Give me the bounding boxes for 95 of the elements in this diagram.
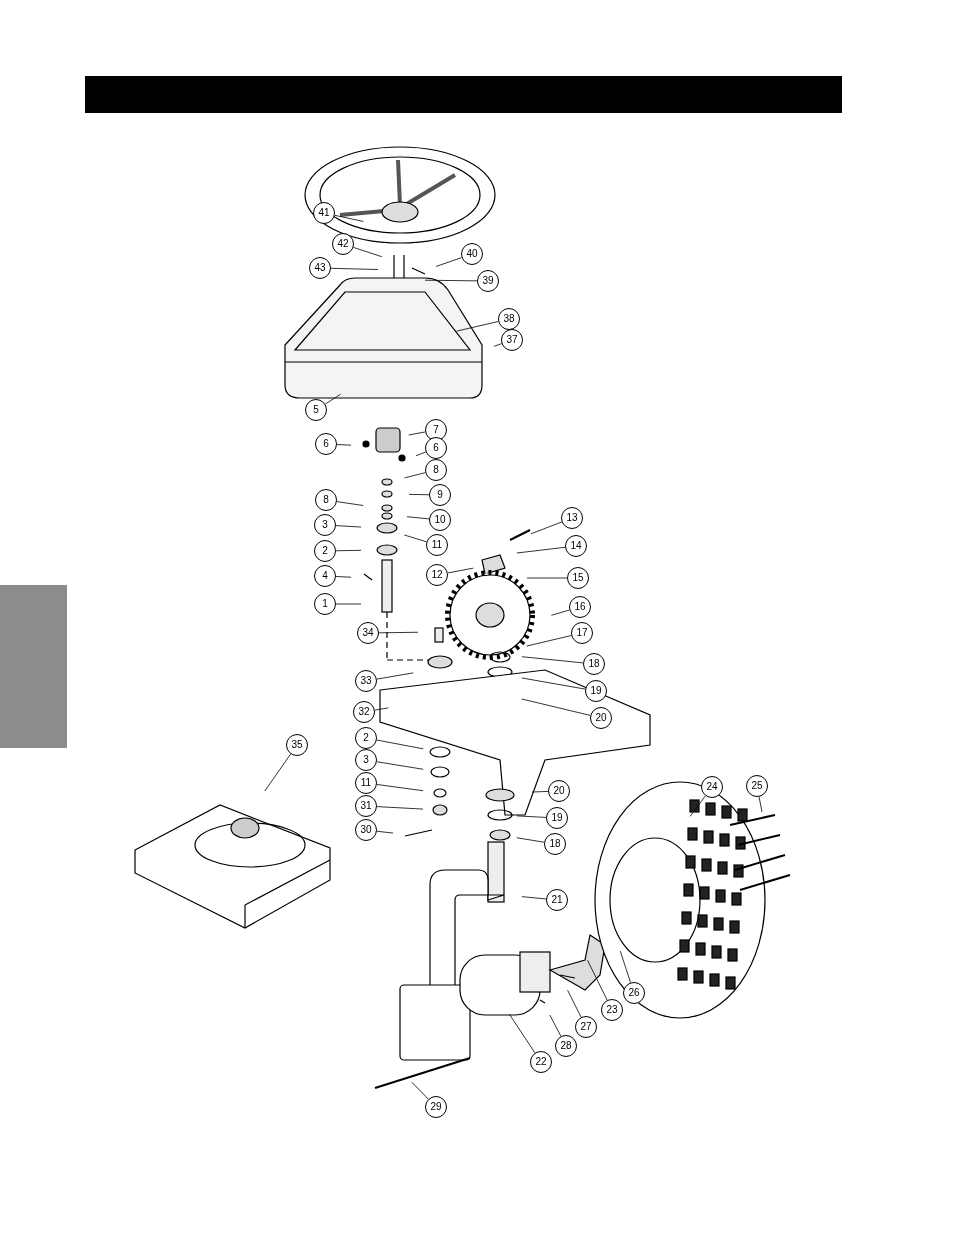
- leader-line: [376, 784, 424, 792]
- callout-number: 25: [746, 775, 768, 797]
- callout-number: 6: [425, 437, 447, 459]
- leader-line: [334, 214, 364, 222]
- leader-line: [378, 631, 419, 634]
- leader-line: [567, 989, 582, 1018]
- callout-number: 6: [315, 433, 337, 455]
- callout-number: 13: [561, 507, 583, 529]
- callout-number: 1: [314, 593, 336, 615]
- leader-line: [336, 501, 364, 506]
- leader-line: [374, 707, 389, 711]
- leader-line: [335, 603, 362, 605]
- callout-number: 32: [353, 701, 375, 723]
- callout-number: 33: [355, 670, 377, 692]
- callout-number: 31: [355, 795, 377, 817]
- leader-line: [330, 267, 379, 270]
- leader-line: [521, 656, 584, 664]
- callout-number: 11: [355, 772, 377, 794]
- leader-line: [521, 896, 547, 900]
- callout-number: 4: [314, 565, 336, 587]
- callout-number: 2: [355, 727, 377, 749]
- callout-number: 42: [332, 233, 354, 255]
- callout-number: 3: [314, 514, 336, 536]
- callout-number: 35: [286, 734, 308, 756]
- leader-line: [587, 959, 608, 1001]
- callout-number: 40: [461, 243, 483, 265]
- callout-number: 27: [575, 1016, 597, 1038]
- callout-number: 21: [546, 889, 568, 911]
- callout-number: 37: [501, 329, 523, 351]
- leader-line: [521, 677, 586, 690]
- leader-line: [415, 451, 427, 457]
- leader-line: [758, 796, 763, 813]
- leader-line: [493, 343, 503, 347]
- leader-line: [353, 247, 383, 258]
- leader-line: [549, 1014, 562, 1037]
- callout-number: 5: [305, 399, 327, 421]
- callout-number: 38: [498, 308, 520, 330]
- leader-line: [411, 1081, 429, 1100]
- leader-line: [376, 739, 424, 750]
- callout-number: 3: [355, 749, 377, 771]
- leader-line: [335, 549, 362, 552]
- leader-line: [424, 279, 478, 282]
- leader-line: [531, 791, 549, 793]
- leader-line: [336, 444, 352, 446]
- leader-line: [619, 950, 631, 983]
- leader-line: [376, 830, 394, 834]
- callout-number: 43: [309, 257, 331, 279]
- callout-number: 19: [585, 680, 607, 702]
- callout-number: 22: [530, 1051, 552, 1073]
- callout-number: 18: [583, 653, 605, 675]
- leader-line: [335, 576, 352, 578]
- leader-line: [526, 635, 572, 647]
- callout-number: 12: [426, 564, 448, 586]
- callout-number: 23: [601, 999, 623, 1021]
- callout-number: 34: [357, 622, 379, 644]
- callout-number: 18: [544, 833, 566, 855]
- leader-line: [550, 609, 570, 616]
- leader-line: [526, 577, 568, 579]
- leader-line: [408, 431, 426, 436]
- leader-line: [406, 516, 430, 520]
- callout-number: 2: [314, 540, 336, 562]
- callout-number: 28: [555, 1035, 577, 1057]
- leader-line: [521, 698, 591, 716]
- callout-number: 7: [425, 419, 447, 441]
- callout-number: 8: [425, 459, 447, 481]
- leader-line: [404, 472, 426, 479]
- callout-number: 10: [429, 509, 451, 531]
- callout-number: 29: [425, 1096, 447, 1118]
- callout-number: 20: [548, 780, 570, 802]
- callout-number: 17: [571, 622, 593, 644]
- callout-number: 15: [567, 567, 589, 589]
- leader-line: [376, 806, 424, 810]
- leader-line: [530, 521, 563, 535]
- side-tab: [0, 585, 67, 748]
- leader-line: [403, 534, 427, 543]
- leader-line: [408, 493, 430, 496]
- leader-line: [516, 837, 545, 843]
- leader-line: [376, 761, 424, 770]
- leader-line: [689, 795, 706, 817]
- leader-line: [435, 257, 462, 267]
- callout-number: 16: [569, 596, 591, 618]
- leader-line: [456, 321, 499, 332]
- callout-number: 11: [426, 534, 448, 556]
- leader-line: [447, 567, 474, 574]
- callout-number: 8: [315, 489, 337, 511]
- callout-number: 9: [429, 484, 451, 506]
- callout-number: 19: [546, 807, 568, 829]
- leader-line: [335, 525, 362, 528]
- callout-number: 14: [565, 535, 587, 557]
- leader-line: [516, 815, 547, 818]
- leader-line: [376, 672, 414, 680]
- callout-number: 24: [701, 776, 723, 798]
- leader-line: [516, 546, 566, 554]
- callout-number: 39: [477, 270, 499, 292]
- callout-number: 30: [355, 819, 377, 841]
